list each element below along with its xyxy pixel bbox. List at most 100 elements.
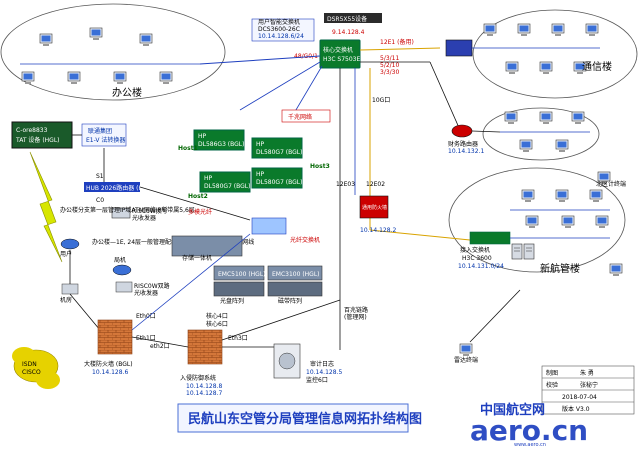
comm-building — [445, 23, 600, 75]
sw3-device — [199, 171, 251, 193]
cloud-label-2: CISCO — [22, 369, 41, 376]
port-label-2: 5/2/10 — [380, 62, 399, 69]
left-device-2-label: 机房 — [60, 296, 72, 304]
fw2-name: 入侵防御系统 — [180, 374, 216, 382]
intrusion-prevention — [187, 329, 223, 365]
crossconnect-device — [11, 121, 73, 149]
link-router-switch — [139, 186, 251, 221]
sw4-model: DL580G7 (BGL) — [256, 179, 302, 186]
watermark-sub: www.aero.cn — [514, 442, 546, 448]
internet-cloud — [12, 347, 60, 389]
backup-2-label: 磁带阵列 — [278, 297, 302, 305]
dial-device — [111, 207, 131, 219]
dsr-label: DSR5X55设备 — [327, 15, 367, 23]
fibre-box — [281, 109, 331, 123]
comm-zone-ellipse — [472, 9, 638, 99]
san-switch — [251, 217, 287, 235]
left-router-3 — [112, 264, 132, 276]
audit-port: 监控6口 — [306, 376, 328, 384]
backup-array-2 — [267, 281, 323, 297]
fw-eth2: eth2口 — [150, 343, 170, 350]
sw2-device — [251, 137, 303, 159]
link-core-comm — [359, 47, 441, 51]
host1-model: DL586G3 (BGL) — [198, 141, 244, 148]
finance-router — [451, 124, 501, 138]
storage-3-label: EMC3100 (HGL) — [272, 271, 320, 278]
link-40g-label: 12E1 (备用) — [380, 38, 414, 46]
fw1-ip: 10.14.128.6 — [92, 369, 128, 376]
storage-2-label: EMC5100 (HGL) — [218, 271, 266, 278]
hub-router-label: HUB 2026路由器 (HGL) — [86, 184, 153, 192]
xinhang-switch-ip: 10.14.131.0/24 — [458, 263, 504, 270]
watermark-en: aero.cn — [470, 414, 588, 447]
link-fw1-fw2 — [131, 336, 189, 348]
host1-brand: HP — [198, 133, 207, 140]
host1-server — [193, 129, 245, 151]
finance-router-name: 财务路由器 — [448, 140, 478, 148]
core-switch-box — [319, 39, 361, 69]
sw2-model: DL580G7 (BGL) — [256, 149, 302, 156]
link-core-host1 — [239, 61, 321, 111]
lightning-icon — [29, 151, 63, 263]
left-device-2 — [61, 283, 79, 295]
sw3-brand: HP — [204, 175, 213, 182]
link-finance-router — [429, 61, 461, 131]
sw3-model: DL580G7 (BGL) — [204, 183, 250, 190]
sw4-brand: HP — [256, 171, 265, 178]
dial-label-2: 光收发器 — [132, 214, 156, 222]
info-r1-value: 朱 勇 — [580, 369, 594, 377]
unicom-model: E1-V 法转换器 — [86, 136, 125, 144]
link-fw2-core — [221, 299, 341, 341]
fw2-ip-2: 10.14.128.7 — [186, 390, 222, 397]
office-zone-ellipse — [0, 3, 226, 101]
comm-zone-label: 通信楼 — [582, 60, 612, 73]
diagram-title: 民航山东空管分局管理信息网拓扑结构图 — [188, 411, 422, 427]
link-fw1-san — [131, 233, 251, 331]
general-firewall-label: 通用防火墙 — [362, 204, 387, 211]
router-c0-label: C0 — [96, 197, 104, 204]
right-cluster-pcs — [500, 111, 590, 153]
cloud-label-1: ISDN — [22, 361, 37, 368]
ms-label-2: 光收发器 — [134, 289, 158, 297]
xinhang-zone-label: 新航管楼 — [540, 262, 580, 275]
office-zone-label: 办公楼 — [112, 86, 142, 99]
desc-text-1: 办公楼分支第一层管理IP域ATM网络IP所带属5,6层 — [60, 206, 195, 214]
san-switch-label: 光纤交换机 — [290, 236, 320, 244]
dsr-ip: 9.14.128.4 — [332, 29, 365, 36]
xinhang-zone-ellipse — [448, 167, 626, 273]
mgmt-label-1: 百兆链路 — [344, 306, 368, 314]
unicom-title: 联通集团 — [88, 127, 112, 135]
user-switch-title: 用户智能交换机 — [258, 18, 300, 26]
fw1-name: 大楼防火墙 (BGL) — [84, 360, 133, 368]
left-router-1 — [60, 238, 80, 250]
multimode-label: 多模光纤 — [188, 208, 212, 216]
fw-wan-label: 核心4口 — [206, 312, 228, 320]
dial-label-1: RISC0W拨号 — [132, 207, 168, 215]
storage-array-1 — [171, 235, 243, 257]
storage-array-3 — [267, 265, 323, 281]
sw4-device — [251, 167, 303, 189]
xinhang-switch-model: H3C 3600 — [462, 255, 492, 262]
info-r3-value: 2018-07-04 — [562, 394, 597, 401]
general-firewall-ip: 10.14.128.2 — [360, 227, 396, 234]
ms-label-1: RISC0W双路 — [134, 282, 170, 290]
terminal-label: 北区计终端 — [596, 180, 626, 188]
audit-name: 审计日志 — [310, 360, 334, 368]
audit-ip: 10.14.128.5 — [306, 369, 342, 376]
mgmt-label-2: (管理网) — [344, 313, 367, 321]
comm-router-icon — [445, 39, 473, 57]
fw-eth3: Eth3口 — [228, 335, 248, 342]
info-r2-value: 张秘宁 — [580, 381, 598, 389]
xinhang-pcs — [510, 189, 610, 260]
user-switch-model: DCS3600-26C — [258, 26, 300, 33]
left-router-3-label: 局机 — [114, 256, 126, 264]
storage-1-label: 存储一体机 — [182, 254, 212, 262]
right-cluster-ellipse — [482, 107, 600, 161]
host1-label: Host1 — [178, 145, 198, 152]
fw1-eth0: Eth0口 — [136, 313, 156, 320]
link-label-c: 10G口 — [372, 97, 390, 104]
crossconnect-name: C-ore8833 — [16, 127, 48, 134]
sw2-brand: HP — [256, 141, 265, 148]
info-r4-value: 版本 V3.0 — [562, 405, 590, 413]
